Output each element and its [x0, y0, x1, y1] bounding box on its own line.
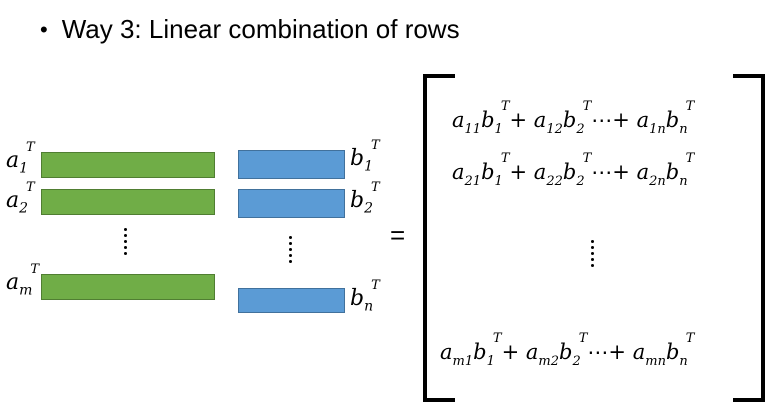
- row-am-bar: [41, 274, 215, 300]
- vertical-dots-left: [124, 228, 128, 258]
- slide-title: • Way 3: Linear combination of rows: [40, 14, 460, 45]
- row-a2-bar: [41, 189, 215, 215]
- vertical-dots-matrix: [591, 240, 595, 270]
- bullet-icon: •: [40, 16, 48, 42]
- title-text: Way 3: Linear combination of rows: [61, 14, 460, 44]
- right-bracket: [733, 74, 765, 402]
- equals-sign: =: [390, 220, 406, 250]
- row-b2-bar: [238, 189, 345, 218]
- left-bracket: [423, 74, 455, 402]
- row-a1-bar: [41, 152, 215, 178]
- row-bn-bar: [238, 288, 345, 313]
- row-b1-bar: [238, 150, 345, 179]
- vertical-dots-middle: [289, 236, 293, 266]
